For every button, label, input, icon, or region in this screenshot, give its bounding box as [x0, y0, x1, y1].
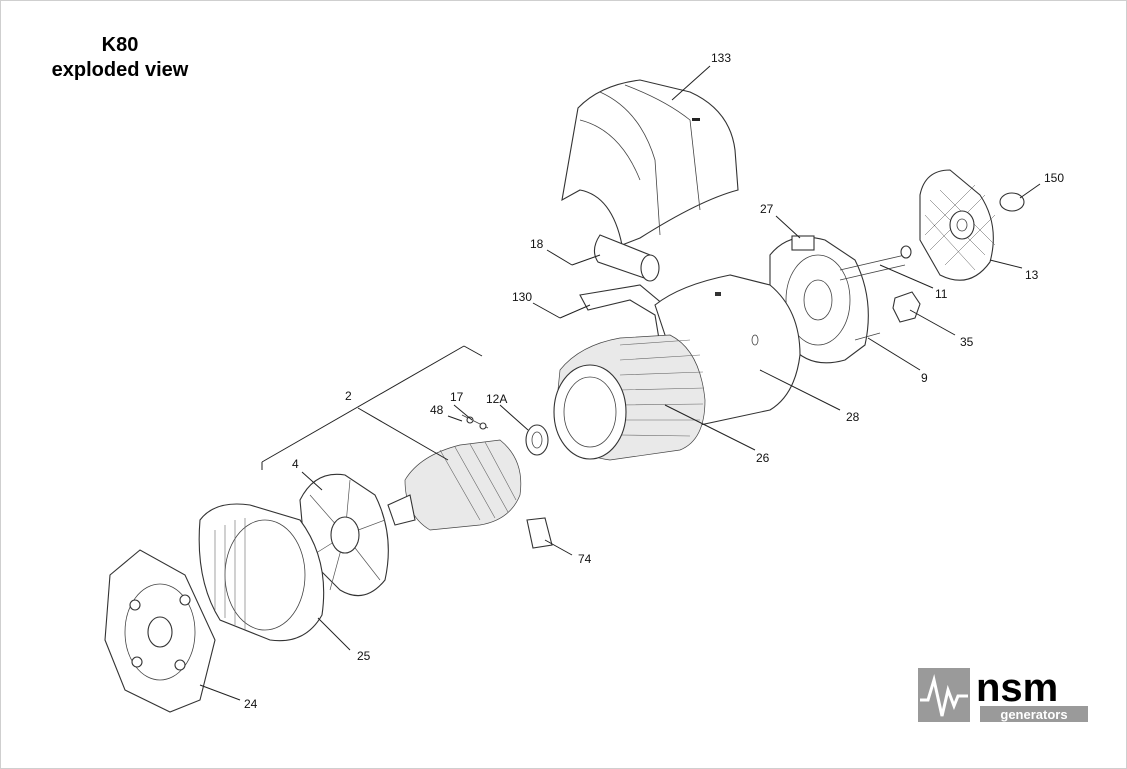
callout-150: 150 — [1044, 171, 1064, 185]
callout-17: 17 — [450, 390, 464, 404]
callout-24: 24 — [244, 697, 258, 711]
callout-11: 11 — [935, 287, 948, 301]
part-18-capacitor — [593, 234, 660, 282]
part-11-tie-rods — [839, 245, 912, 281]
part-150 — [999, 192, 1025, 212]
logo-brand-text: nsm — [976, 666, 1058, 710]
callout-25: 25 — [357, 649, 371, 663]
diagram-title-model: K80 — [101, 34, 139, 56]
logo-sub-text: generators — [1000, 707, 1067, 722]
callout-9: 9 — [921, 371, 928, 385]
part-17-48-pins — [461, 414, 489, 430]
part-35-rectifier — [892, 291, 921, 323]
callout-27: 27 — [760, 202, 774, 216]
callout-48: 48 — [430, 403, 444, 417]
part-4-fan — [299, 473, 389, 597]
callout-133: 133 — [711, 51, 731, 65]
callout-18: 18 — [530, 237, 544, 251]
callout-labels: 133 150 27 18 13 11 130 35 9 28 2 17 12A… — [244, 51, 1064, 711]
callout-4: 4 — [292, 457, 299, 471]
part-26-stator — [553, 334, 706, 461]
part-13-end-cover — [919, 169, 996, 281]
part-74-plate — [526, 517, 553, 549]
part-133-terminal-box-cover — [561, 79, 739, 246]
diagram-title-subtitle: exploded view — [51, 59, 189, 81]
part-25-front-shield — [198, 503, 325, 642]
callout-35: 35 — [960, 335, 974, 349]
callout-26: 26 — [756, 451, 770, 465]
nsm-generators-logo: nsm generators — [918, 666, 1088, 722]
callout-13: 13 — [1025, 268, 1039, 282]
callout-2: 2 — [345, 389, 352, 403]
callout-74: 74 — [578, 552, 592, 566]
part-24-flange — [104, 549, 216, 713]
part-2-rotor — [387, 439, 522, 531]
part-9-screws — [854, 332, 881, 341]
part-12A-bearing — [525, 424, 549, 456]
callout-28: 28 — [846, 410, 860, 424]
callout-130: 130 — [512, 290, 532, 304]
callout-12A: 12A — [486, 392, 507, 406]
leader-lines — [199, 65, 1041, 701]
